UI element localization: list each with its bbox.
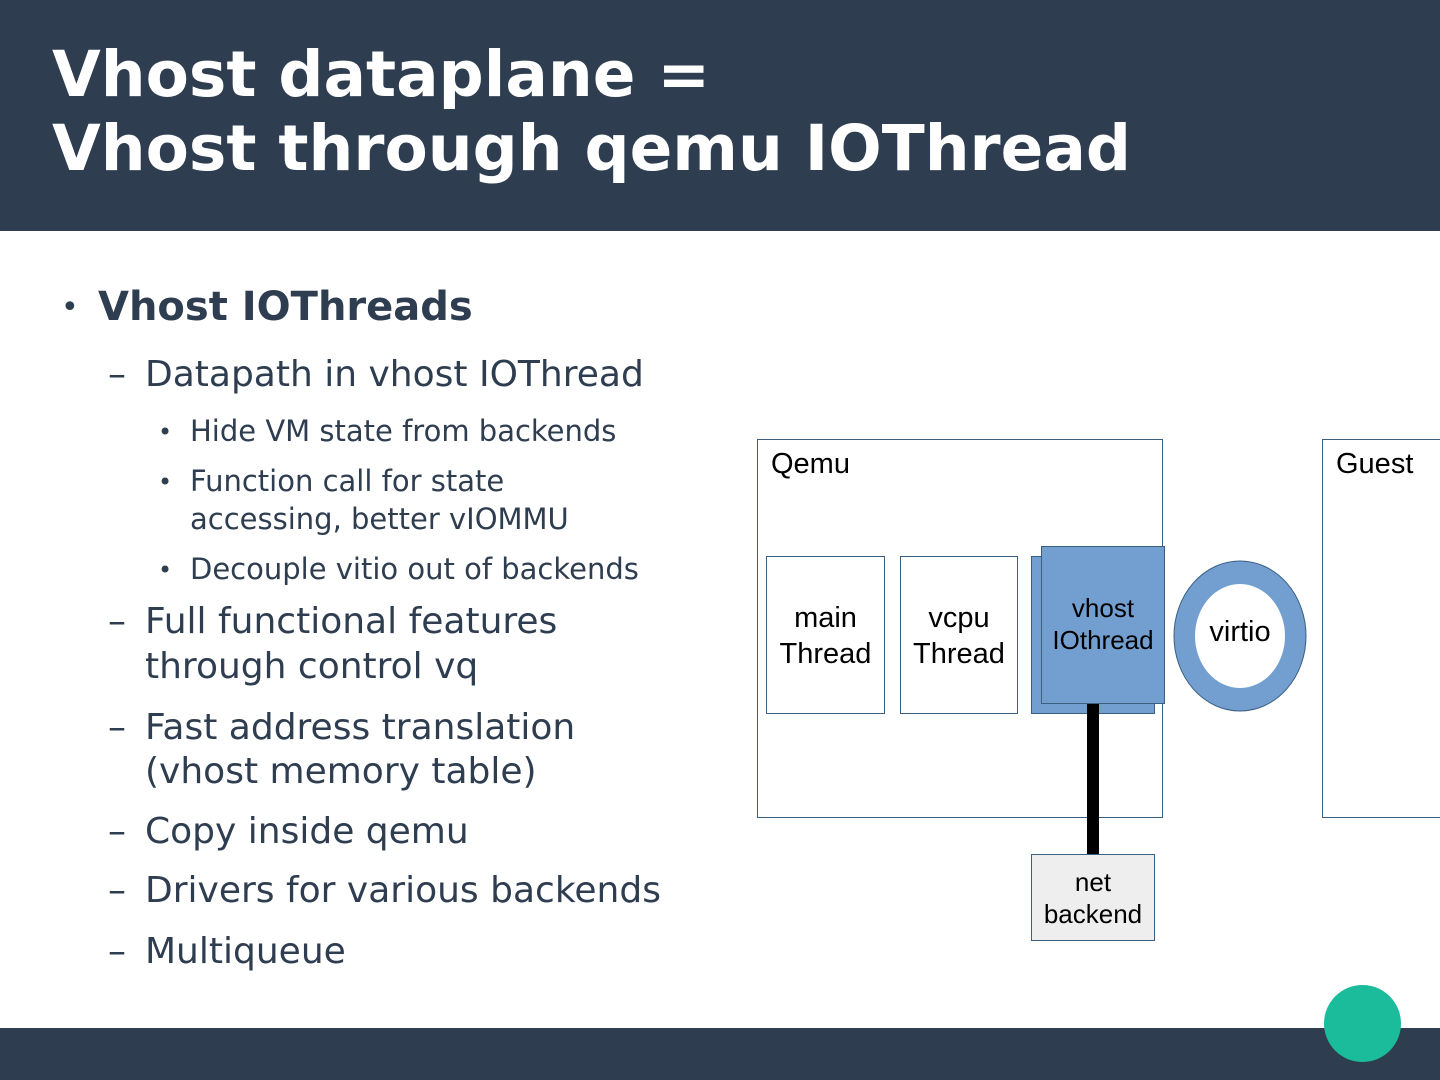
virtio-label: virtio	[1209, 616, 1271, 648]
bullet-item-full-functional-1: Full functional features	[145, 601, 558, 642]
bullet-dot: •	[158, 468, 173, 496]
guest-box	[1322, 439, 1440, 818]
vhost-iothread-line-2: IOthread	[1052, 625, 1154, 655]
backend-connector-line	[1087, 704, 1099, 855]
bullet-dot: •	[61, 290, 79, 325]
dash-marker: –	[108, 811, 126, 852]
dash-marker: –	[108, 931, 126, 972]
sub-item-hide-vm-state: Hide VM state from backends	[190, 414, 617, 448]
slide-title: Vhost dataplane = Vhost through qemu IOT…	[52, 38, 1131, 186]
dash-marker: –	[108, 601, 126, 642]
dash-marker: –	[108, 354, 126, 395]
net-backend-box	[1031, 854, 1155, 941]
title-line-1: Vhost dataplane =	[52, 38, 711, 111]
vcpu-thread-line-2: Thread	[913, 638, 1005, 670]
main-thread-box	[766, 556, 885, 714]
net-backend-line-1: net	[1074, 867, 1112, 897]
dash-marker: –	[108, 870, 126, 911]
bullet-dot: •	[158, 418, 173, 446]
accent-dot-icon	[1324, 985, 1401, 1062]
bullet-item-copy-inside-qemu: Copy inside qemu	[145, 811, 469, 852]
sub-item-function-call-2: accessing, better vIOMMU	[190, 502, 569, 536]
virtio-ring-inner	[1195, 584, 1285, 688]
main-thread-line-1: main	[794, 602, 857, 634]
footer-bar	[0, 1028, 1440, 1080]
vhost-iothread-label: vhost IOthread	[1041, 592, 1165, 656]
bullet-item-multiqueue: Multiqueue	[145, 931, 346, 972]
bullet-item-datapath: Datapath in vhost IOThread	[145, 354, 644, 395]
qemu-label: Qemu	[771, 448, 850, 480]
sub-item-function-call-1: Function call for state	[190, 464, 505, 498]
bullet-item-full-functional-2: through control vq	[145, 646, 479, 687]
dash-marker: –	[108, 707, 126, 748]
vcpu-thread-line-1: vcpu	[928, 602, 990, 634]
virtio-ring	[1173, 560, 1307, 712]
main-thread-line-2: Thread	[779, 638, 872, 670]
vhost-iothread-line-1: vhost	[1071, 593, 1135, 623]
bullet-dot: •	[158, 556, 173, 584]
title-line-2: Vhost through qemu IOThread	[52, 112, 1131, 185]
vcpu-thread-box	[900, 556, 1018, 714]
bullet-item-fast-address-2: (vhost memory table)	[145, 751, 537, 792]
title-bar: Vhost dataplane = Vhost through qemu IOT…	[0, 0, 1440, 231]
vhost-iothread-box	[1041, 546, 1165, 704]
bullet-item-fast-address-1: Fast address translation	[145, 707, 576, 748]
net-backend-label: net backend	[1031, 866, 1155, 930]
bullet-item-drivers: Drivers for various backends	[145, 870, 661, 911]
main-thread-label: main Thread	[766, 600, 885, 672]
guest-label: Guest	[1336, 448, 1414, 480]
sub-item-decouple: Decouple vitio out of backends	[190, 552, 639, 586]
vcpu-thread-label: vcpu Thread	[900, 600, 1018, 672]
net-backend-line-2: backend	[1043, 899, 1143, 929]
bullet-heading: Vhost IOThreads	[98, 284, 473, 330]
